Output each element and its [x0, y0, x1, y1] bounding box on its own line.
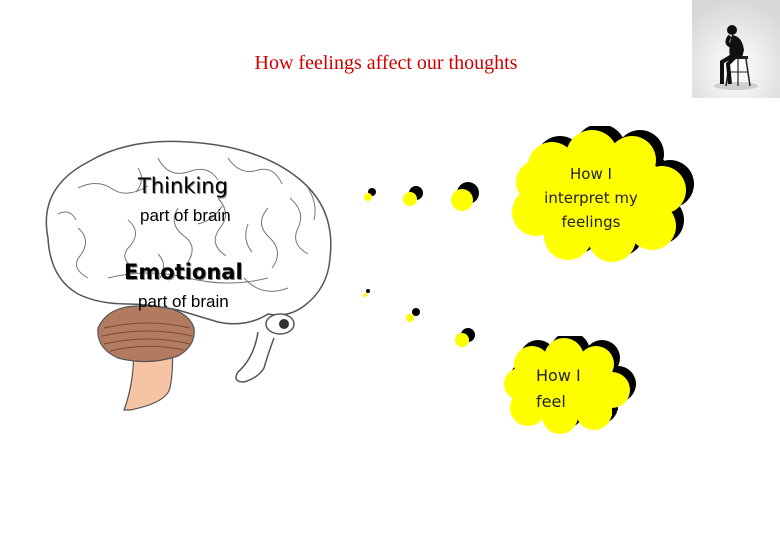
interpret-thought-cloud [512, 126, 694, 262]
person-on-stool-photo [692, 0, 780, 98]
emotional-label: Emotional [124, 260, 243, 284]
feel-thought-cloud [504, 336, 636, 434]
feel-cloud-text: How I feel [522, 363, 628, 415]
interpret-line-3: feelings [561, 213, 621, 231]
lower-thought-dots [363, 289, 475, 347]
thinking-sub-label: part of brain [140, 206, 231, 225]
thinking-label: Thinking [138, 174, 228, 198]
emotional-sub-label: part of brain [138, 292, 229, 311]
feel-line-1: How I [536, 366, 581, 385]
interpret-line-1: How I [570, 165, 612, 183]
upper-thought-dots [364, 182, 479, 211]
interpret-cloud-text: How I interpret my feelings [532, 162, 650, 234]
brain-illustration [45, 140, 332, 411]
feel-line-2: feel [536, 392, 566, 411]
interpret-line-2: interpret my [544, 189, 638, 207]
page-title: How feelings affect our thoughts [254, 52, 518, 74]
cerebrum-shape [45, 140, 332, 325]
thought-dots [363, 182, 479, 347]
